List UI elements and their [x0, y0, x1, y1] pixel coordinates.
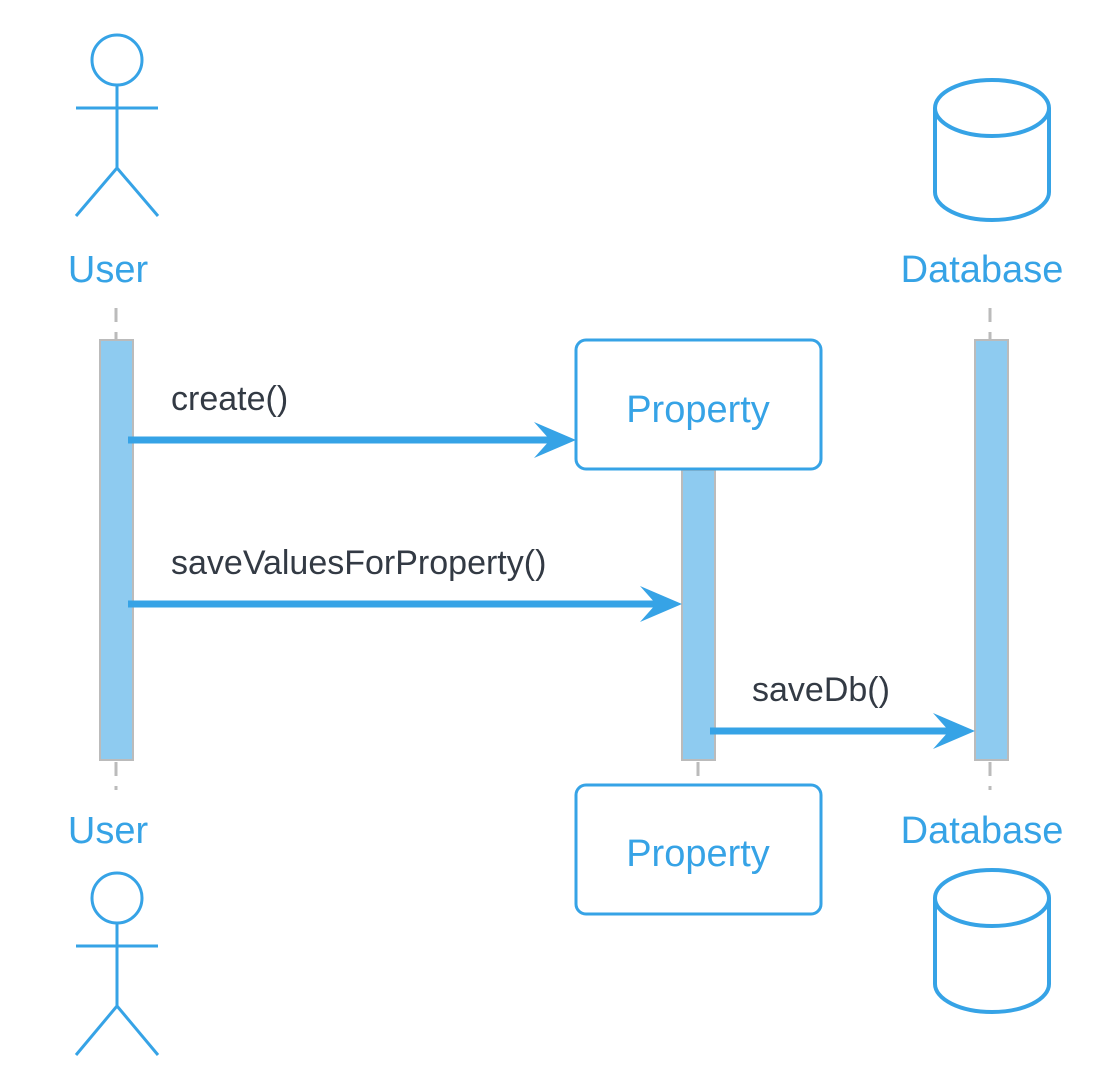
participant-property-top: Property: [574, 338, 823, 471]
message-label: create(): [171, 380, 288, 418]
message-label: saveDb(): [752, 671, 890, 709]
participant-label-database-top: Database: [901, 249, 1064, 291]
participant-box: [574, 783, 823, 916]
arrowhead-icon: [933, 713, 975, 749]
actor-icon: [74, 33, 160, 217]
message-label: saveValuesForProperty(): [171, 544, 546, 582]
participant-database-top: [933, 78, 1051, 222]
activation-bar-property: [681, 469, 716, 761]
participant-box: [574, 338, 823, 471]
database-icon: [933, 78, 1051, 222]
participant-database-bottom: [933, 868, 1051, 1014]
message-create: create(): [128, 380, 576, 458]
participant-label-database-bottom: Database: [901, 810, 1064, 852]
participant-user-bottom: [74, 871, 160, 1056]
participant-label-user-bottom: User: [68, 810, 149, 852]
participant-label-property-top: Property: [626, 389, 770, 431]
message-save-db: saveDb(): [710, 671, 975, 749]
participant-user-top: [74, 33, 160, 217]
actor-icon: [74, 871, 160, 1056]
message-save-values-for-property: saveValuesForProperty(): [128, 544, 682, 622]
participant-property-bottom: Property: [574, 783, 823, 916]
arrowhead-icon: [534, 422, 576, 458]
participant-label-property-bottom: Property: [626, 833, 770, 875]
activation-bar-user: [99, 339, 134, 761]
activation-bar-database: [974, 339, 1009, 761]
participant-label-user-top: User: [68, 249, 149, 291]
arrowhead-icon: [640, 586, 682, 622]
database-icon: [933, 868, 1051, 1014]
